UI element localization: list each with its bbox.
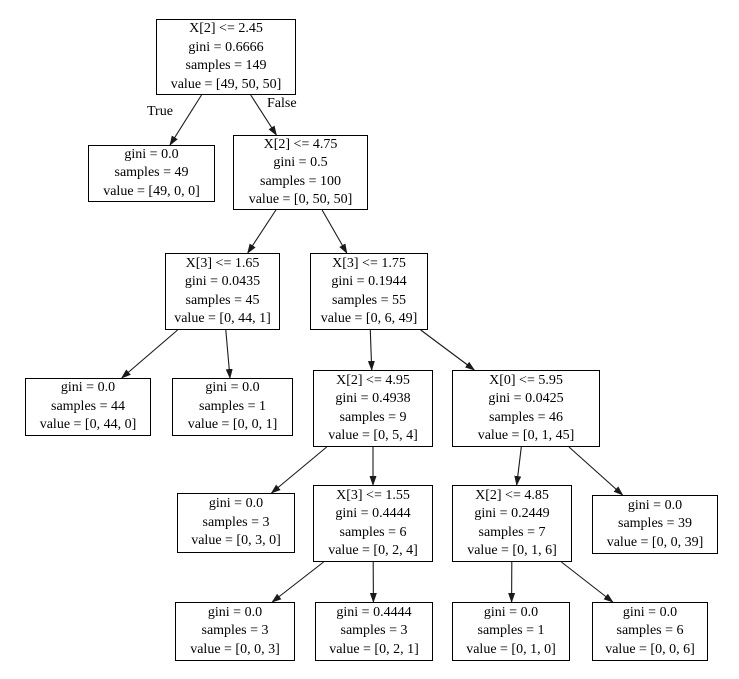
node-line: samples = 46: [489, 409, 563, 425]
node-line: samples = 149: [185, 58, 267, 73]
tree-edge: [321, 209, 348, 254]
tree-edge: [568, 446, 624, 496]
node-line: value = [49, 50, 50]: [170, 76, 282, 92]
tree-node-split: X[2] <= 4.75 gini = 0.5 samples = 100 va…: [233, 135, 368, 210]
node-line: gini = 0.0: [124, 146, 179, 162]
node-line: X[3] <= 1.65: [185, 255, 260, 271]
node-line: samples = 39: [618, 516, 692, 532]
node-line: gini = 0.0: [207, 604, 263, 620]
node-line: gini = 0.0: [622, 604, 678, 620]
node-line: samples = 3: [202, 514, 270, 530]
node-line: gini = 0.2449: [474, 506, 550, 521]
tree-node-split: X[3] <= 1.55 gini = 0.4444 samples = 6 v…: [313, 485, 433, 562]
tree-node-leaf: gini = 0.4444 samples = 3 value = [0, 2,…: [315, 602, 433, 661]
node-line: gini = 0.0: [205, 380, 260, 396]
node-line: gini = 0.0: [60, 380, 116, 396]
node-line: X[2] <= 4.95: [336, 372, 410, 388]
tree-node-leaf: gini = 0.0 samples = 44 value = [0, 44, …: [25, 378, 151, 436]
node-line: value = [0, 3, 0]: [191, 533, 281, 549]
node-line: value = [0, 1, 6]: [467, 543, 557, 558]
node-line: gini = 0.1944: [331, 274, 407, 289]
node-line: samples = 6: [616, 623, 684, 639]
node-line: samples = 3: [201, 623, 269, 639]
node-line: samples = 1: [477, 623, 545, 639]
tree-node-leaf: gini = 0.0 samples = 1 value = [0, 1, 0]: [452, 602, 570, 661]
edge-label-false: False: [267, 96, 297, 111]
node-line: value = [0, 5, 4]: [328, 428, 418, 443]
tree-node-leaf: gini = 0.0 samples = 3 value = [0, 0, 3]: [175, 602, 295, 661]
node-line: gini = 0.6666: [188, 39, 264, 55]
node-line: X[3] <= 1.75: [332, 255, 406, 271]
tree-node-leaf: gini = 0.0 samples = 1 value = [0, 0, 1]: [172, 378, 293, 436]
node-line: value = [0, 1, 45]: [477, 428, 575, 443]
node-line: gini = 0.4938: [335, 391, 411, 406]
tree-node-split: X[2] <= 4.85 gini = 0.2449 samples = 7 v…: [452, 485, 572, 562]
node-line: samples = 7: [478, 524, 546, 540]
node-line: value = [0, 0, 3]: [190, 641, 280, 657]
node-line: X[2] <= 4.75: [263, 136, 338, 152]
tree-edge: [270, 446, 328, 494]
node-line: value = [0, 2, 4]: [328, 543, 418, 558]
node-line: gini = 0.4444: [335, 506, 411, 521]
node-line: value = [0, 50, 50]: [248, 192, 353, 207]
node-line: value = [0, 0, 6]: [605, 641, 695, 657]
node-line: samples = 49: [114, 165, 189, 181]
tree-edge: [561, 561, 614, 603]
tree-node-leaf: gini = 0.0 samples = 39 value = [0, 0, 3…: [592, 495, 718, 554]
tree-node-split: X[3] <= 1.75 gini = 0.1944 samples = 55 …: [310, 253, 428, 330]
node-line: value = [0, 44, 1]: [174, 311, 271, 326]
node-line: samples = 45: [185, 292, 260, 308]
tree-edge: [169, 94, 202, 146]
tree-node-leaf: gini = 0.0 samples = 49 value = [49, 0, …: [88, 145, 215, 202]
tree-edge: [514, 446, 522, 486]
node-line: gini = 0.0: [627, 497, 683, 513]
node-line: value = [0, 1, 0]: [466, 641, 556, 657]
node-line: X[0] <= 5.95: [489, 372, 563, 388]
node-line: value = [0, 6, 49]: [320, 311, 418, 326]
tree-node-root: X[2] <= 2.45 gini = 0.6666 samples = 149…: [156, 19, 296, 95]
node-line: value = [0, 0, 1]: [187, 417, 278, 433]
node-line: X[2] <= 2.45: [189, 21, 263, 36]
node-line: X[2] <= 4.85: [475, 487, 549, 503]
node-line: value = [49, 0, 0]: [103, 183, 200, 199]
tree-node-leaf: gini = 0.0 samples = 3 value = [0, 3, 0]: [177, 493, 295, 553]
node-line: gini = 0.0: [483, 604, 539, 620]
node-line: samples = 55: [332, 292, 406, 308]
tree-node-split: X[3] <= 1.65 gini = 0.0435 samples = 45 …: [165, 253, 280, 330]
node-line: gini = 0.5: [273, 155, 328, 170]
tree-edge: [367, 329, 375, 371]
tree-node-leaf: gini = 0.0 samples = 6 value = [0, 0, 6]: [592, 602, 708, 661]
node-line: value = [0, 0, 39]: [606, 534, 704, 550]
tree-edge: [120, 329, 178, 379]
tree-edge: [247, 209, 277, 254]
tree-node-split: X[0] <= 5.95 gini = 0.0425 samples = 46 …: [452, 370, 600, 447]
node-line: gini = 0.0425: [488, 391, 564, 406]
node-line: gini = 0.4444: [336, 604, 412, 620]
node-line: samples = 9: [339, 409, 407, 425]
node-line: gini = 0.0435: [184, 274, 261, 289]
node-line: samples = 100: [260, 173, 341, 189]
node-line: samples = 44: [51, 398, 125, 414]
tree-node-split: X[2] <= 4.95 gini = 0.4938 samples = 9 v…: [313, 370, 433, 447]
node-line: samples = 1: [199, 398, 266, 414]
tree-edge: [420, 329, 476, 371]
node-line: X[3] <= 1.55: [336, 487, 410, 503]
tree-edge: [225, 329, 233, 379]
edge-label-true: True: [147, 104, 173, 119]
node-line: value = [0, 44, 0]: [39, 417, 137, 433]
tree-edge: [271, 561, 324, 603]
node-line: samples = 6: [339, 524, 407, 540]
node-line: value = [0, 2, 1]: [329, 641, 419, 657]
tree-edge: [250, 94, 277, 136]
node-line: samples = 3: [340, 623, 408, 639]
node-line: gini = 0.0: [208, 496, 264, 512]
